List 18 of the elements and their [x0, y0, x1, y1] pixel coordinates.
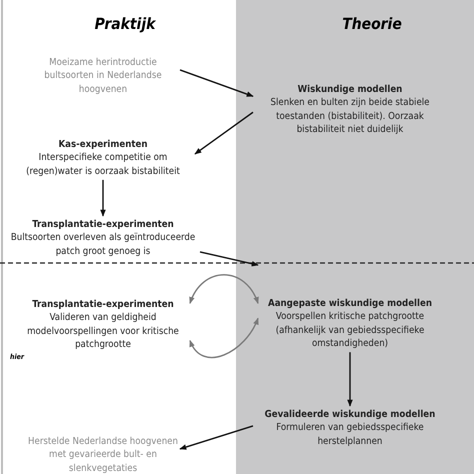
column-heading: Theorie	[341, 15, 403, 33]
arrow	[100, 180, 106, 217]
step-text: Transplantatie-experimenten Bultsoorten overleven als geïntroduceerde patch groot genoeg is	[8, 218, 198, 258]
step-text: Aangepaste wiskundige modellen Voorspellen kritische patchgrootte (afhankelijk van gebiedsspecifieke omstandigheden)	[260, 297, 440, 350]
step-text: Transplantatie-experimenten Valideren van geldigheid modelvoorspellingen voor kritische patchgrootte	[18, 298, 188, 352]
arrow	[189, 318, 259, 358]
arrow	[194, 112, 254, 155]
column-heading: Praktijk	[94, 15, 157, 33]
outcome-text: Herstelde Nederlandse hoogvenen met gevarieerde bult- en slenkvegetaties	[28, 435, 178, 474]
arrow	[347, 352, 353, 407]
arrow	[200, 251, 259, 266]
arrow	[179, 425, 254, 450]
arrow	[180, 69, 254, 97]
step-text: Gevalideerde wiskundige modellen Formuleren van gebiedsspecifieke herstelplannen	[255, 408, 445, 448]
outcome-text: Moeizame herintroductie bultsoorten in Nederlandse hoogvenen	[28, 56, 178, 96]
arrow	[189, 274, 259, 304]
step-text: Kas-experimenten Interspecifieke competitie om (regen)water is oorzaak bistabiliteit	[13, 138, 193, 178]
step-text: Wiskundige modellen Slenken en bulten zijn beide stabiele toestanden (bistabiliteit). Oorzaak bistabiliteit niet duidelijk	[255, 83, 445, 136]
